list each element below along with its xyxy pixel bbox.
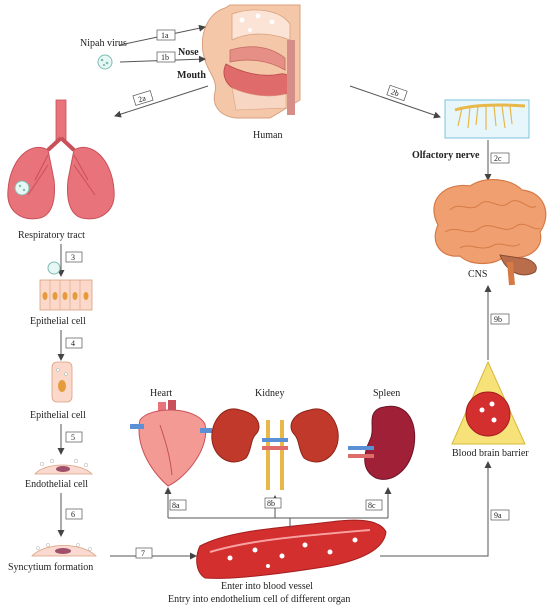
step-2b-label: 2b [390,87,400,98]
step-3-label: 3 [71,253,75,262]
epithelial-cell-1-illustration [39,279,93,311]
spleen-illustration [348,405,416,480]
blood-vessel-label-2: Entry into endothelium cell of different… [168,594,350,605]
olfactory-nerve-label: Olfactory nerve [412,150,480,161]
blood-brain-barrier-illustration [451,360,526,445]
step-5-label: 5 [71,433,75,442]
virus-icon [97,54,113,70]
step-9b-label: 9b [494,315,502,324]
cns-label: CNS [468,269,487,280]
human-label: Human [253,130,282,141]
endothelial-cell-illustration [34,458,93,475]
step-9a-label: 9a [494,511,502,520]
syncytium-formation-label: Syncytium formation [8,562,93,573]
step-8b-label: 8b [267,499,275,508]
blood-vessel-illustration [196,519,387,579]
step-1b-label: 1b [161,53,169,62]
virus-in-lung-icon [14,180,30,196]
arrow-2a [114,85,209,118]
step-7-label: 7 [141,549,145,558]
arrow-9a [380,461,492,557]
step-2c-label: 2c [494,154,502,163]
heart-label: Heart [150,388,172,399]
olfactory-nerve-illustration [444,99,530,139]
step-4-label: 4 [71,339,75,348]
human-head-illustration [201,4,301,119]
epithelial-cell-2-illustration [51,361,73,403]
step-8a-label: 8a [172,501,180,510]
mouth-label: Mouth [177,70,206,81]
kidney-illustration [211,408,339,490]
step-2a-label: 2a [137,93,147,104]
heart-illustration [130,400,212,487]
endothelial-cell-label: Endothelial cell [25,479,88,490]
epithelial-cell-2-label: Epithelial cell [30,410,86,421]
blood-brain-barrier-label: Blood brain barrier [452,448,529,459]
step-8c-label: 8c [368,501,376,510]
step-1a-label: 1a [161,31,169,40]
kidney-label: Kidney [255,388,284,399]
arrow-2b [349,85,441,119]
lungs-illustration [7,99,115,220]
nose-label: Nose [178,47,199,58]
spleen-label: Spleen [373,388,400,399]
brain-illustration [433,179,547,286]
respiratory-tract-label: Respiratory tract [18,230,85,241]
blood-vessel-label-1: Enter into blood vessel [221,581,313,592]
epithelial-cell-1-label: Epithelial cell [30,316,86,327]
nipah-virus-label: Nipah virus [80,38,127,49]
virus-small-icon [47,261,61,275]
syncytium-illustration [31,543,97,557]
step-6-label: 6 [71,510,75,519]
